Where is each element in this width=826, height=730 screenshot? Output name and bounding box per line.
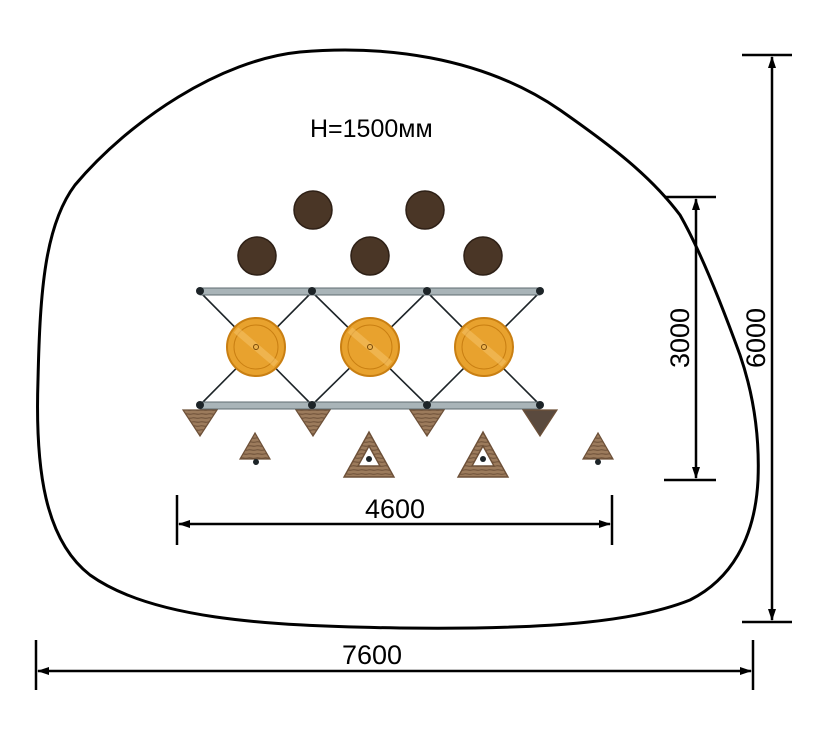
rail-joints <box>196 287 544 409</box>
stump <box>293 190 333 230</box>
stump <box>463 236 503 276</box>
dimension-label-width-inner: 4600 <box>365 494 425 524</box>
triangle-step <box>238 431 272 460</box>
dimension-width-outer <box>34 640 755 690</box>
large-triangle-steps <box>342 430 510 478</box>
safety-zone-outline <box>36 48 760 630</box>
hanging-disc <box>340 317 400 377</box>
triangle-posts-row <box>181 409 559 438</box>
hanging-disc <box>226 317 286 377</box>
dimension-label-height-outer: 6000 <box>741 308 771 368</box>
dimension-height-inner <box>664 195 716 482</box>
triangle-post <box>521 409 559 438</box>
dimension-width-inner <box>175 495 614 545</box>
dimension-label-width-outer: 7600 <box>342 640 402 670</box>
stump <box>237 236 277 276</box>
dimension-height-outer <box>742 53 792 624</box>
small-triangle-steps <box>238 431 615 465</box>
stump-row-second <box>237 236 503 276</box>
hanging-discs <box>226 317 514 377</box>
triangle-post <box>408 409 446 438</box>
rail-top <box>199 287 541 296</box>
triangle-post <box>181 409 219 438</box>
rail-bottom <box>199 401 541 410</box>
triangle-post <box>294 409 332 438</box>
hanging-disc <box>454 317 514 377</box>
height-note: H=1500мм <box>310 115 433 143</box>
stump <box>350 236 390 276</box>
stump-row-top <box>293 190 445 230</box>
stump <box>405 190 445 230</box>
triangle-step <box>581 431 615 460</box>
dimension-label-height-inner: 3000 <box>665 308 695 368</box>
